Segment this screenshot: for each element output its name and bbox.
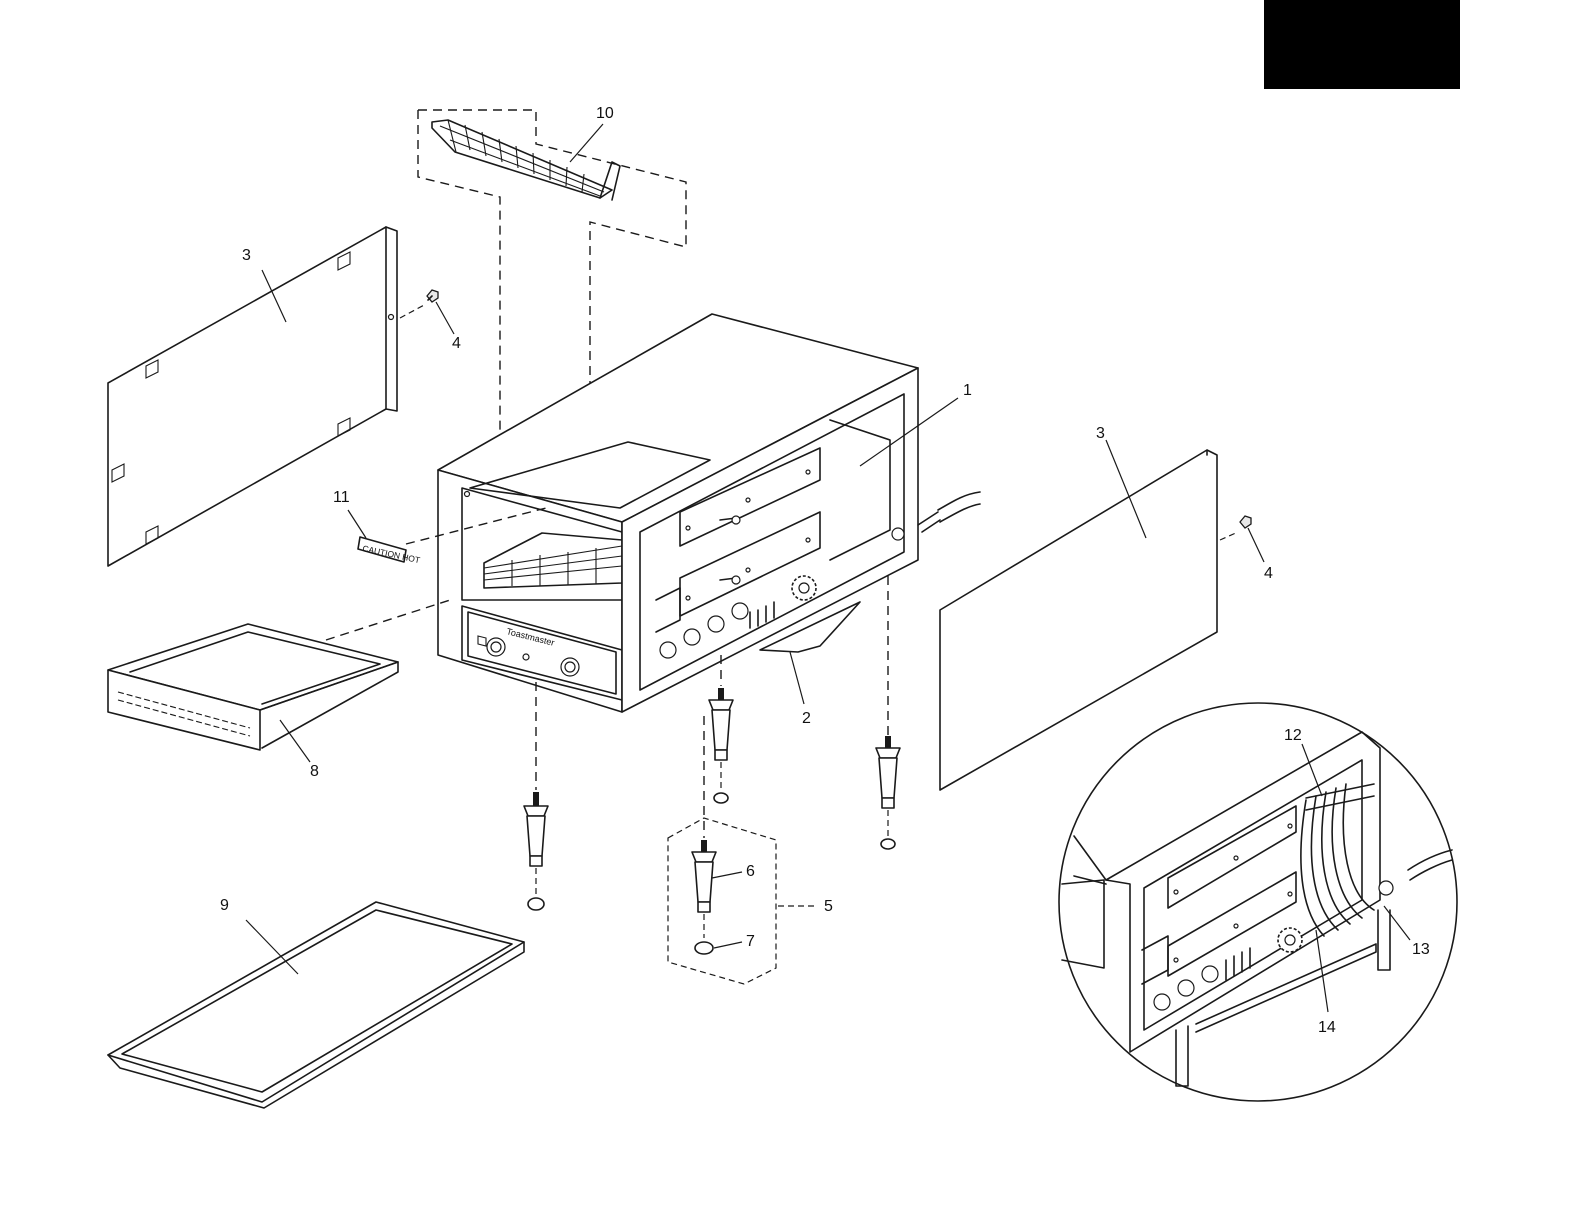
callout-13: 13 [1412, 941, 1430, 958]
callout-10: 10 [596, 105, 614, 122]
callout-11: 11 [333, 489, 350, 506]
callout-3-right: 3 [1096, 425, 1105, 442]
part-4-screw-right [1240, 516, 1264, 562]
callout-9: 9 [220, 897, 229, 914]
part-1-toaster-body: Toastmaster [438, 314, 980, 712]
callout-1: 1 [963, 382, 972, 399]
part-4-screw-left [427, 290, 454, 334]
callout-12: 12 [1284, 727, 1302, 744]
callout-14: 14 [1318, 1019, 1336, 1036]
leg-rear-right [876, 576, 900, 849]
callout-2: 2 [802, 710, 811, 727]
callout-8: 8 [310, 763, 319, 780]
corner-block [1264, 0, 1460, 89]
callout-6: 6 [746, 863, 755, 880]
callout-4-left: 4 [452, 335, 461, 352]
part-9-drip-pan [108, 902, 524, 1108]
callout-3-left: 3 [242, 247, 251, 264]
callout-7: 7 [746, 933, 755, 950]
part-8-crumb-tray [108, 600, 450, 762]
leg-rear-middle [709, 655, 733, 803]
callout-4-right: 4 [1264, 565, 1273, 582]
part-5-leg-kit [668, 716, 818, 984]
detail-view-conveyor-drive [1059, 703, 1457, 1101]
leg-front-left [524, 682, 548, 910]
callout-5: 5 [824, 898, 833, 915]
part-3-left-side-panel [108, 227, 426, 566]
